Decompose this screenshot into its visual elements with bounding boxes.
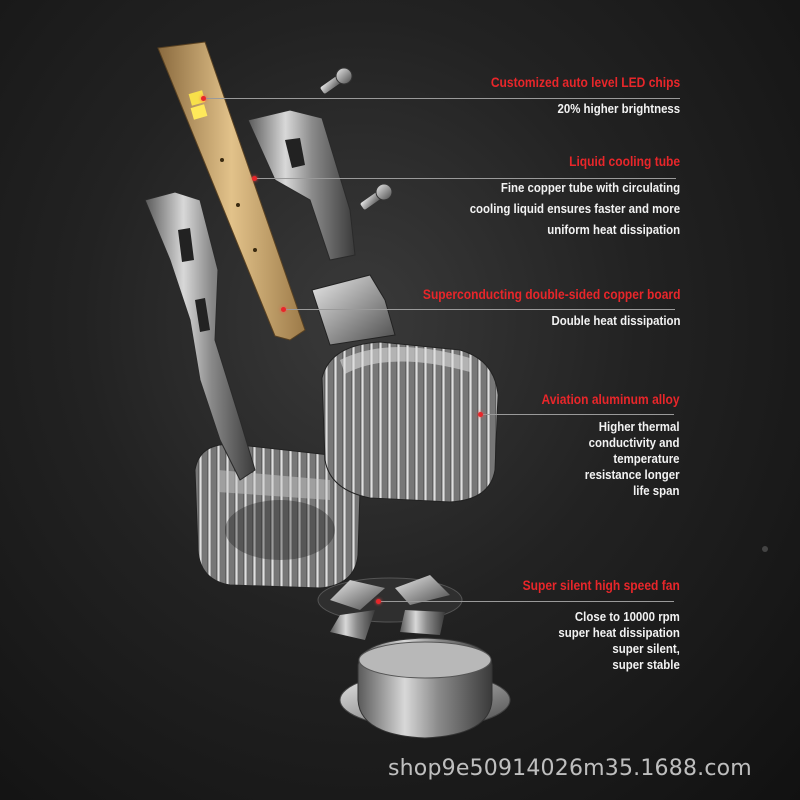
copper-board	[157, 41, 306, 341]
marker-dot-led-chips	[201, 96, 206, 101]
connector-line-led-chips	[203, 98, 680, 99]
marker-dot-fan	[376, 599, 381, 604]
right-holder-strip	[247, 109, 356, 261]
callout-liquid-cooling: Liquid cooling tube Fine copper tube wit…	[441, 153, 680, 240]
callout-title: Customized auto level LED chips	[490, 74, 680, 90]
connector-line-copper-board	[285, 309, 675, 310]
callout-led-chips: Customized auto level LED chips 20% high…	[460, 74, 680, 119]
connector-line-fan	[380, 601, 674, 602]
screw-middle	[360, 183, 393, 210]
left-holder-strip	[144, 191, 256, 481]
callout-desc-line: cooling liquid ensures faster and more	[469, 201, 680, 216]
callout-desc-line: 20% higher brightness	[557, 101, 680, 116]
watermark-text: shop9e50914026m35.1688.com	[388, 756, 752, 781]
callout-title: Liquid cooling tube	[568, 153, 680, 169]
callout-desc-line: uniform heat dissipation	[547, 222, 680, 237]
callout-title: Aviation aluminum alloy	[541, 391, 680, 407]
callout-title: Super silent high speed fan	[522, 577, 680, 593]
callout-desc-line: super silent,	[612, 641, 680, 656]
callout-aluminum-alloy: Aviation aluminum alloy Higher thermal c…	[519, 391, 680, 499]
callout-desc-line: conductivity and	[589, 435, 680, 450]
right-heatsink	[311, 274, 499, 503]
callout-copper-board: Superconducting double-sided copper boar…	[381, 286, 680, 331]
callout-desc-line: super heat dissipation	[558, 625, 680, 640]
decorative-dot	[762, 546, 768, 552]
callout-desc-line: Close to 10000 rpm	[575, 609, 680, 624]
bulb-base-socket	[339, 637, 511, 739]
screw-top	[320, 67, 353, 94]
callout-desc-line: Double heat dissipation	[550, 313, 680, 328]
callout-desc-line: super stable	[612, 657, 680, 672]
cooling-fan	[317, 575, 463, 640]
callout-title: Superconducting double-sided copper boar…	[422, 286, 680, 302]
connector-line-aluminum-alloy	[482, 414, 674, 415]
callout-desc-line: Higher thermal	[599, 419, 680, 434]
callout-desc-line: Fine copper tube with circulating	[500, 180, 680, 195]
callout-desc-line: resistance longer	[585, 467, 680, 482]
callout-desc-line: temperature	[613, 451, 680, 466]
connector-line-liquid-cooling	[256, 178, 676, 179]
marker-dot-liquid-cooling	[252, 176, 257, 181]
marker-dot-copper-board	[281, 307, 286, 312]
left-heatsink	[194, 443, 361, 589]
callout-desc-line: life span	[633, 483, 680, 498]
callout-fan: Super silent high speed fan Close to 100…	[497, 577, 680, 673]
marker-dot-aluminum-alloy	[478, 412, 483, 417]
